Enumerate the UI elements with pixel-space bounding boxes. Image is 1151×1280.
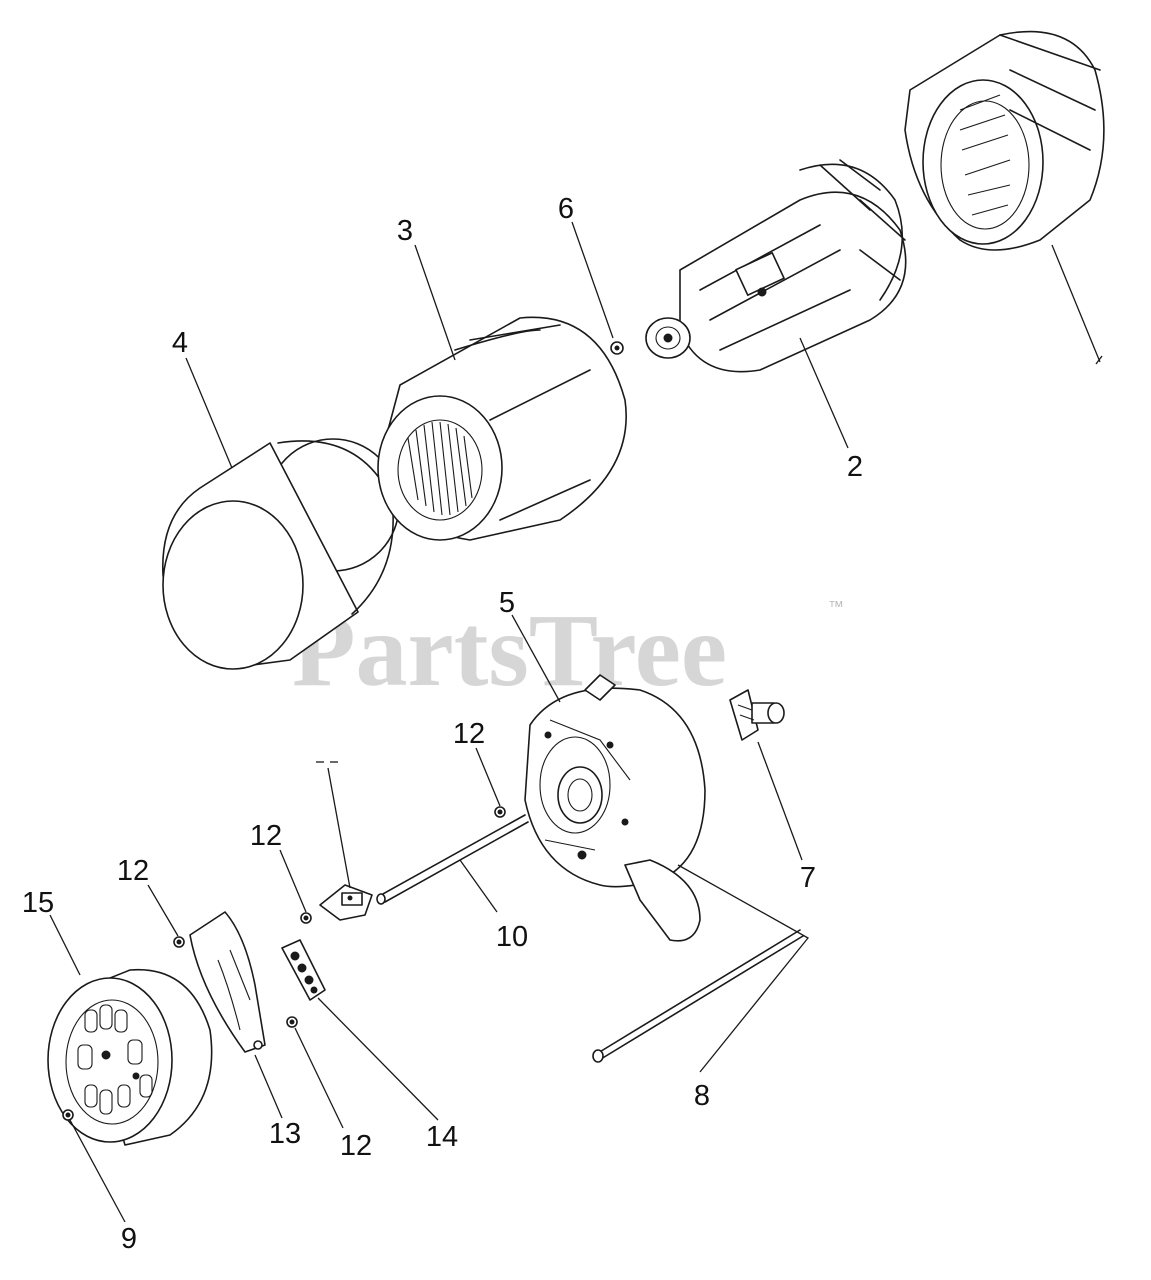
part-7-connector[interactable] <box>729 689 785 741</box>
watermark-trademark: ™ <box>828 599 844 616</box>
callout-3: 3 <box>397 215 413 247</box>
callout-5: 5 <box>499 587 515 619</box>
part-5-end-bracket[interactable] <box>524 674 706 942</box>
part-4-cylinder-cover[interactable] <box>162 438 400 670</box>
part-3-stator[interactable] <box>377 316 627 541</box>
part-1-adapter-housing[interactable] <box>904 30 1105 251</box>
callout-12-a: 12 <box>453 718 485 750</box>
callout-1-stub <box>1095 355 1103 365</box>
screw-12-b[interactable] <box>300 912 312 924</box>
part-11-switch[interactable] <box>319 884 373 921</box>
callout-2: 2 <box>847 451 863 483</box>
part-2-rotor[interactable] <box>645 159 907 373</box>
part-8-long-bolt[interactable] <box>592 929 804 1063</box>
nut-9[interactable] <box>62 1109 74 1121</box>
callout-12-d: 12 <box>340 1130 372 1162</box>
part-10-through-bolt[interactable] <box>376 814 529 905</box>
callout-12-c: 12 <box>117 855 149 887</box>
callout-14: 14 <box>426 1121 458 1153</box>
leader-lines <box>49 221 1101 1223</box>
callout-8: 8 <box>694 1080 710 1112</box>
screw-12-c[interactable] <box>173 936 185 948</box>
callout-12-b: 12 <box>250 820 282 852</box>
screw-12-a[interactable] <box>494 806 506 818</box>
callout-4: 4 <box>172 327 188 359</box>
screw-13[interactable] <box>253 1040 263 1050</box>
callout-10: 10 <box>496 921 528 953</box>
part-15-end-cover[interactable] <box>47 968 213 1146</box>
callout-6: 6 <box>558 193 574 225</box>
callout-15: 15 <box>22 887 54 919</box>
callout-13: 13 <box>269 1118 301 1150</box>
watermark: PartsTree <box>292 593 727 708</box>
part-6-nut[interactable] <box>610 341 624 355</box>
screw-12-d[interactable] <box>286 1016 298 1028</box>
part-14-terminal-block[interactable] <box>281 939 326 1001</box>
callout-9: 9 <box>121 1223 137 1255</box>
callout-7: 7 <box>800 862 816 894</box>
part-13-cover-plate[interactable] <box>189 911 266 1053</box>
